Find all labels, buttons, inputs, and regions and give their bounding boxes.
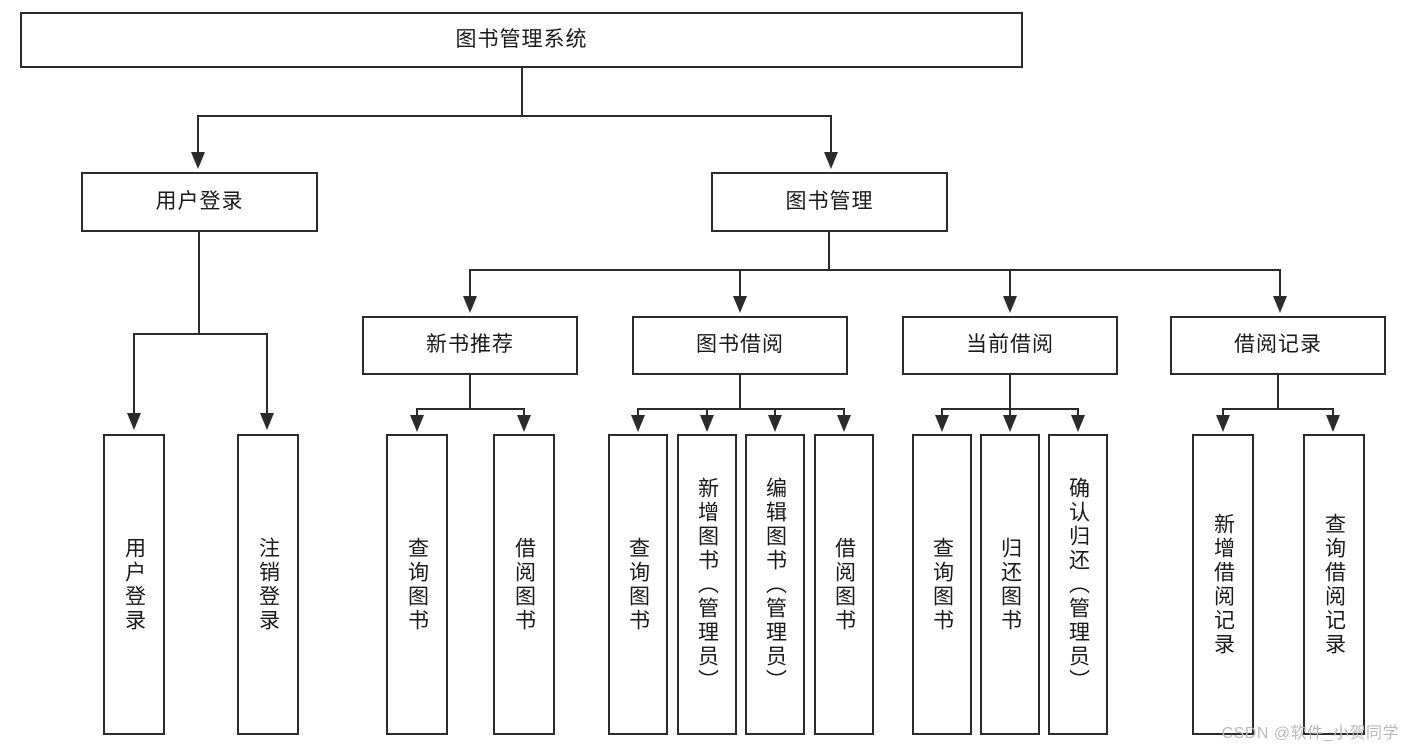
leaf-query-book-recommend[interactable]: 查询图书 <box>386 434 448 735</box>
node-label: 查询借阅记录 <box>1322 512 1346 657</box>
arrowhead-leaf-confirm-return <box>1071 415 1085 432</box>
node-label: 注销登录 <box>256 536 280 633</box>
node-label: 图书管理系统 <box>455 27 588 51</box>
edge-user-login-splitter <box>133 333 267 335</box>
node-label: 借阅记录 <box>1234 333 1322 357</box>
edge-new-book-to-leaf-0 <box>416 408 418 416</box>
arrowhead-borrow-record <box>1273 296 1287 313</box>
edge-root-stem <box>521 68 523 117</box>
leaf-confirm-return-admin[interactable]: 确认归还（管理员） <box>1048 434 1108 735</box>
node-label: 用户登录 <box>122 536 146 633</box>
node-label: 新增图书（管理员） <box>695 476 719 693</box>
edge-book-manage-to-l2-0 <box>469 269 471 297</box>
edge-current-borrow-to-leaf-2 <box>1077 408 1079 416</box>
edge-new-book-splitter <box>416 408 524 410</box>
edge-current-borrow-to-leaf-0 <box>941 408 943 416</box>
leaf-borrow-book-recommend[interactable]: 借阅图书 <box>493 434 555 735</box>
leaf-edit-book-admin[interactable]: 编辑图书（管理员） <box>745 434 805 735</box>
node-new-book-recommend[interactable]: 新书推荐 <box>362 316 578 375</box>
edge-user-login-to-leaf-0 <box>133 333 135 414</box>
edge-book-borrow-to-leaf-0 <box>637 408 639 416</box>
leaf-add-borrow-record[interactable]: 新增借阅记录 <box>1192 434 1254 735</box>
arrowhead-leaf-borrow-book-nb <box>517 415 531 432</box>
edge-root-splitter <box>197 115 832 117</box>
edge-borrow-record-stem <box>1277 375 1279 410</box>
node-borrow-record[interactable]: 借阅记录 <box>1170 316 1386 375</box>
node-current-borrow[interactable]: 当前借阅 <box>902 316 1118 375</box>
node-book-management[interactable]: 图书管理 <box>711 172 948 232</box>
arrowhead-user-login <box>191 152 205 169</box>
edge-current-borrow-stem <box>1009 375 1011 410</box>
node-label: 新书推荐 <box>426 333 514 357</box>
node-label: 编辑图书（管理员） <box>763 476 787 693</box>
node-book-borrow[interactable]: 图书借阅 <box>632 316 848 375</box>
edge-book-borrow-to-leaf-3 <box>843 408 845 416</box>
node-user-login[interactable]: 用户登录 <box>81 172 318 232</box>
arrowhead-leaf-add-book <box>700 415 714 432</box>
arrowhead-leaf-query-record <box>1326 415 1340 432</box>
node-label: 借阅图书 <box>832 536 856 633</box>
edge-book-borrow-to-leaf-1 <box>706 408 708 416</box>
edge-user-login-stem <box>198 232 200 335</box>
node-root-system[interactable]: 图书管理系统 <box>20 12 1023 68</box>
node-label: 当前借阅 <box>966 333 1054 357</box>
arrowhead-leaf-query-book-cb <box>935 415 949 432</box>
node-label: 查询图书 <box>626 536 650 633</box>
arrowhead-book-borrow <box>733 296 747 313</box>
arrowhead-leaf-return-book <box>1003 415 1017 432</box>
edge-borrow-record-to-leaf-1 <box>1332 408 1334 416</box>
node-label: 新增借阅记录 <box>1211 512 1235 657</box>
arrowhead-leaf-query-book-nb <box>410 415 424 432</box>
edge-book-borrow-to-leaf-2 <box>774 408 776 416</box>
arrowhead-book-manage <box>824 152 838 169</box>
edge-borrow-record-to-leaf-0 <box>1222 408 1224 416</box>
node-label: 查询图书 <box>405 536 429 633</box>
edge-book-manage-to-l2-3 <box>1279 269 1281 297</box>
edge-new-book-to-leaf-1 <box>523 408 525 416</box>
node-label: 归还图书 <box>998 536 1022 633</box>
edge-root-to-user-login <box>197 115 199 153</box>
edge-book-manage-to-l2-2 <box>1009 269 1011 297</box>
arrowhead-new-book-recommend <box>463 296 477 313</box>
node-label: 借阅图书 <box>512 536 536 633</box>
edge-book-manage-stem <box>828 232 830 271</box>
edge-user-login-to-leaf-1 <box>266 333 268 414</box>
edge-book-manage-to-l2-1 <box>739 269 741 297</box>
edge-new-book-stem <box>469 375 471 410</box>
leaf-user-login[interactable]: 用户登录 <box>103 434 165 735</box>
leaf-query-book-borrow[interactable]: 查询图书 <box>608 434 668 735</box>
edge-current-borrow-to-leaf-1 <box>1009 408 1011 416</box>
arrowhead-leaf-borrow-book-bb <box>837 415 851 432</box>
watermark-text: CSDN @软件_小贺同学 <box>1221 725 1399 742</box>
edge-borrow-record-splitter <box>1222 408 1334 410</box>
edge-book-manage-splitter <box>469 269 1281 271</box>
leaf-query-book-current[interactable]: 查询图书 <box>912 434 972 735</box>
edge-book-borrow-stem <box>739 375 741 410</box>
edge-root-to-book-manage <box>830 115 832 153</box>
node-label: 查询图书 <box>930 536 954 633</box>
leaf-logout[interactable]: 注销登录 <box>237 434 299 735</box>
arrowhead-leaf-edit-book <box>768 415 782 432</box>
node-label: 图书管理 <box>785 189 874 213</box>
arrowhead-current-borrow <box>1003 296 1017 313</box>
arrowhead-leaf-add-record <box>1216 415 1230 432</box>
arrowhead-leaf-user-login <box>127 413 141 430</box>
leaf-query-borrow-record[interactable]: 查询借阅记录 <box>1303 434 1365 735</box>
leaf-borrow-book[interactable]: 借阅图书 <box>814 434 874 735</box>
edge-book-borrow-splitter <box>637 408 845 410</box>
leaf-add-book-admin[interactable]: 新增图书（管理员） <box>677 434 737 735</box>
arrowhead-leaf-logout <box>260 413 274 430</box>
node-label: 图书借阅 <box>696 333 784 357</box>
leaf-return-book[interactable]: 归还图书 <box>980 434 1040 735</box>
arrowhead-leaf-query-book-bb <box>631 415 645 432</box>
node-label: 确认归还（管理员） <box>1066 476 1090 693</box>
node-label: 用户登录 <box>155 189 244 213</box>
